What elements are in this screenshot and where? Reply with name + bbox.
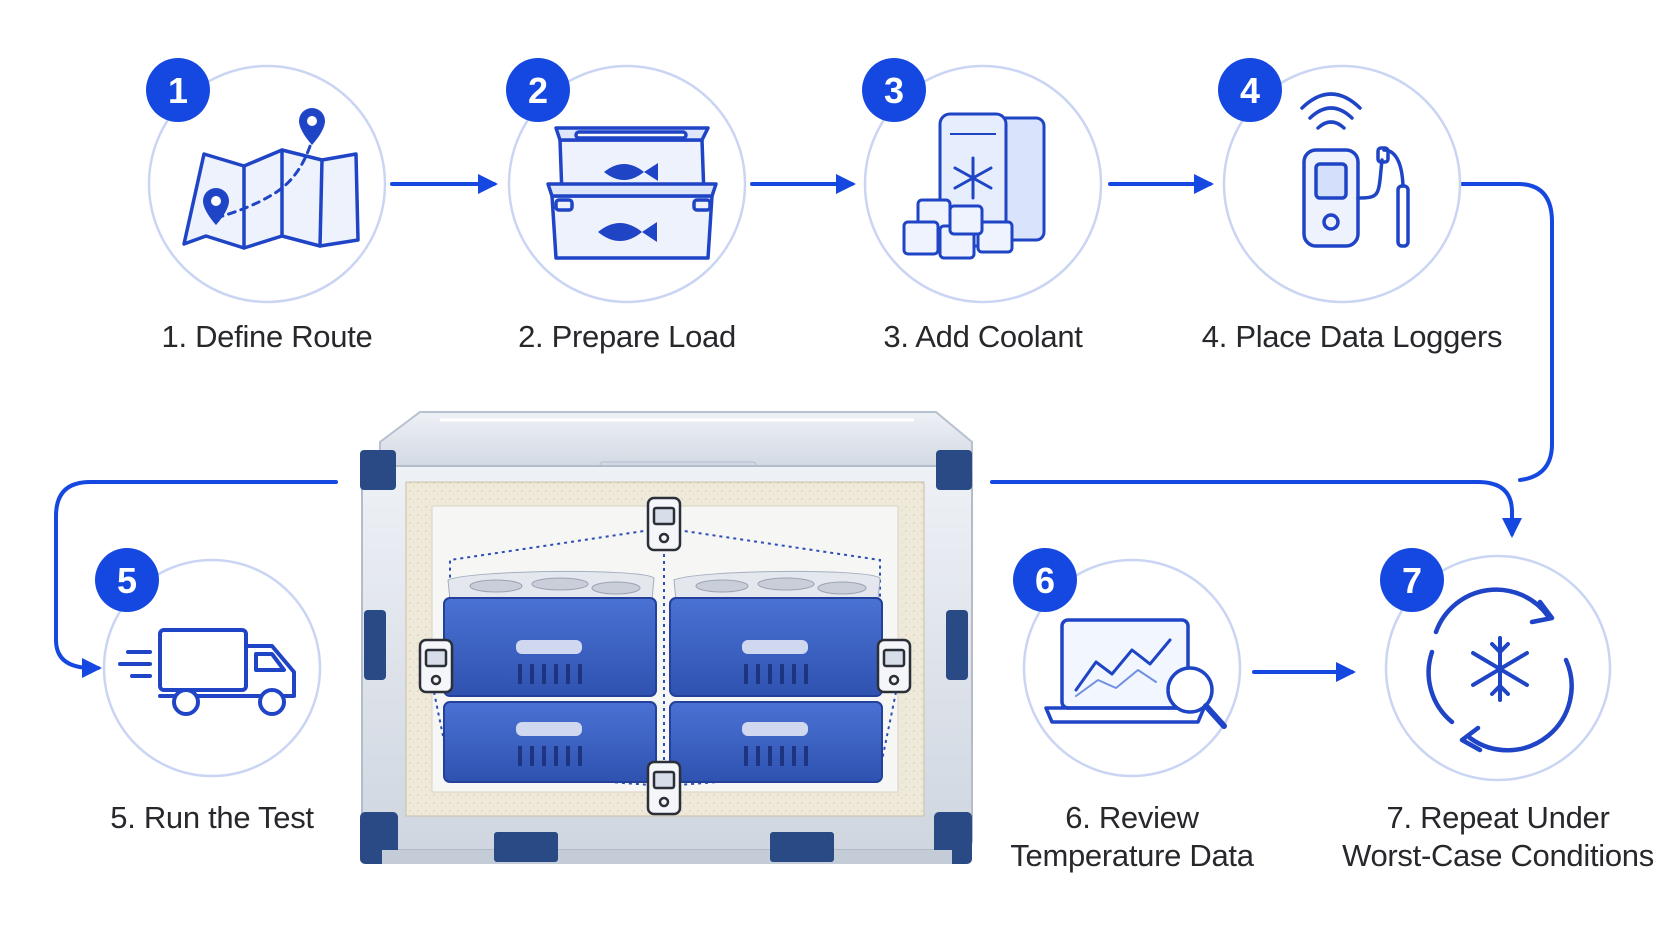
step-3-badge: 3 [862, 58, 926, 122]
logger-top [646, 496, 682, 552]
step-5-label-line-1: 5. Run the Test [110, 800, 314, 835]
step-1-label: 1. Define Route [127, 318, 407, 356]
step-5-circle [102, 558, 322, 778]
step-4-badge: 4 [1218, 58, 1282, 122]
step-2-label-line-1: 2. Prepare Load [518, 319, 736, 354]
step-7-label-line-2: Worst-Case Conditions [1342, 838, 1654, 873]
flow-arrows [54, 174, 1554, 682]
ice-packs-icon [902, 112, 1046, 260]
crate-bottom-left [443, 701, 657, 783]
logger-left [418, 638, 454, 694]
crate-bottom-right [669, 701, 883, 783]
step-badges: 1 2 3 4 5 6 7 [95, 58, 1444, 612]
logger-bottom [646, 760, 682, 816]
step-7-badge-number: 7 [1402, 560, 1422, 601]
step-4-badge-number: 4 [1240, 70, 1260, 111]
step-4-label: 4. Place Data Loggers [1162, 318, 1542, 356]
container-corner-guards [360, 450, 972, 864]
step-6-label-line-1: 6. Review [1065, 800, 1199, 835]
step-6-label-line-2: Temperature Data [1010, 838, 1254, 873]
step-1-label-line-1: 1. Define Route [161, 319, 373, 354]
fish-crates [443, 570, 883, 783]
step-7-label: 7. Repeat Under Worst-Case Conditions [1328, 799, 1668, 875]
step-3-label-line-1: 3. Add Coolant [883, 319, 1083, 354]
step-3-badge-number: 3 [884, 70, 904, 111]
step-1-badge: 1 [146, 58, 210, 122]
step-3-label: 3. Add Coolant [843, 318, 1123, 356]
step-5-badge-number: 5 [117, 560, 137, 601]
step-2-badge: 2 [506, 58, 570, 122]
snowflake-cycle-icon [1426, 587, 1574, 753]
delivery-truck-icon [118, 628, 296, 716]
step-2-badge-number: 2 [528, 70, 548, 111]
shipping-container-illustration [360, 411, 973, 864]
data-logger-icon [1300, 92, 1410, 248]
step-1-badge-number: 1 [168, 70, 188, 111]
step-7-badge: 7 [1380, 548, 1444, 612]
laptop-chart-icon [1044, 618, 1227, 729]
arrow-to-5 [54, 480, 338, 678]
step-2-label: 2. Prepare Load [487, 318, 767, 356]
logger-right [876, 638, 912, 694]
fish-crates-icon [546, 126, 718, 260]
arrow-4-down [1460, 182, 1554, 482]
container-data-loggers [418, 496, 912, 816]
step-5-badge: 5 [95, 548, 159, 612]
step-6-label: 6. Review Temperature Data [982, 799, 1282, 875]
step-6-badge: 6 [1013, 548, 1077, 612]
map-route-icon [182, 108, 360, 250]
step-7-label-line-1: 7. Repeat Under [1386, 800, 1610, 835]
step-5-label: 5. Run the Test [62, 799, 362, 837]
step-6-badge-number: 6 [1035, 560, 1055, 601]
step-4-label-line-1: 4. Place Data Loggers [1201, 319, 1503, 354]
arrow-top-to-7 [990, 480, 1522, 538]
